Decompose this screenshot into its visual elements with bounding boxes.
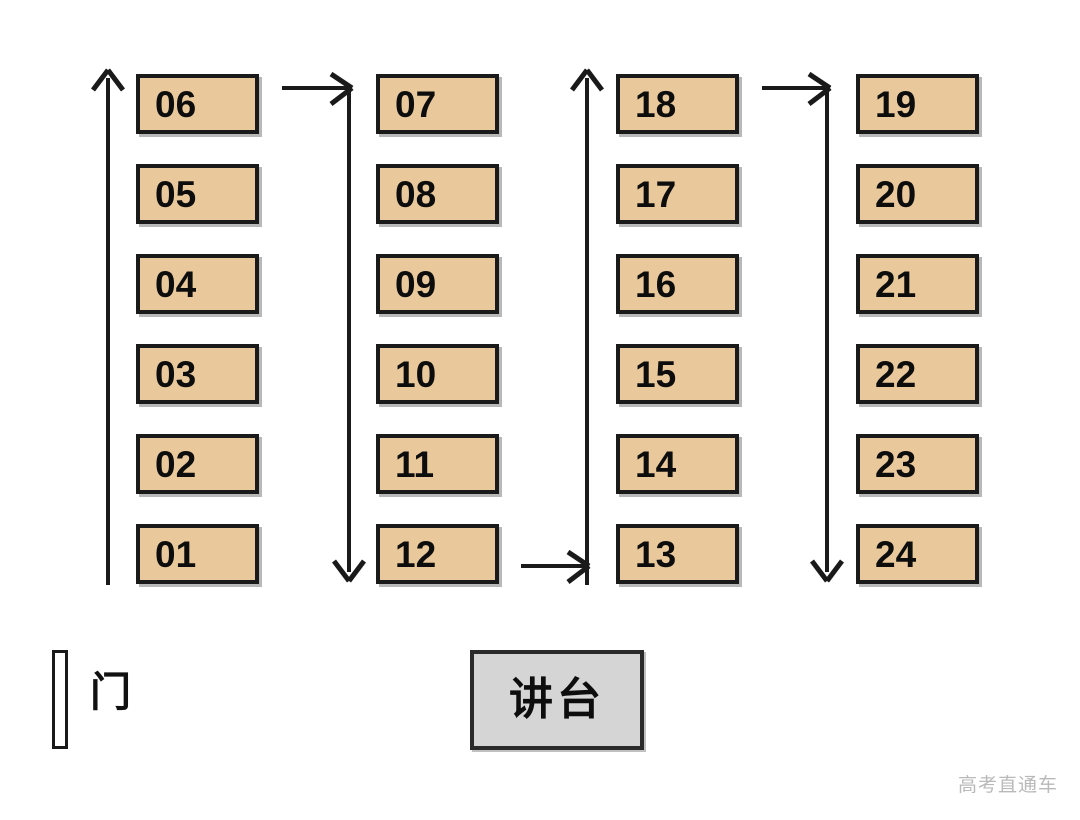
seat-11[interactable]: 11 <box>376 434 499 494</box>
watermark: 高考直通车 <box>957 775 1058 796</box>
seat-07[interactable]: 07 <box>376 74 499 134</box>
seat-01[interactable]: 01 <box>136 524 259 584</box>
seat-09[interactable]: 09 <box>376 254 499 314</box>
seat-number: 12 <box>395 533 437 575</box>
seat-number: 23 <box>875 443 917 485</box>
seat-number: 08 <box>395 173 437 215</box>
arrow-right-bottom-2-to-3 <box>521 549 591 584</box>
door-label: 门 <box>90 669 131 715</box>
seat-06[interactable]: 06 <box>136 74 259 134</box>
seat-14[interactable]: 14 <box>616 434 739 494</box>
seat-number: 24 <box>875 533 917 575</box>
seat-number: 02 <box>155 443 197 485</box>
seat-08[interactable]: 08 <box>376 164 499 224</box>
seat-15[interactable]: 15 <box>616 344 739 404</box>
seat-12[interactable]: 12 <box>376 524 499 584</box>
seat-13[interactable]: 13 <box>616 524 739 584</box>
arrow-down-column-4 <box>810 86 844 583</box>
seat-number: 21 <box>875 263 917 305</box>
seat-05[interactable]: 05 <box>136 164 259 224</box>
seat-number: 13 <box>635 533 677 575</box>
seat-19[interactable]: 19 <box>856 74 979 134</box>
seat-number: 15 <box>635 353 677 395</box>
seat-number: 03 <box>155 353 197 395</box>
seat-number: 14 <box>635 443 677 485</box>
seat-number: 06 <box>155 83 197 125</box>
seat-number: 10 <box>395 353 437 395</box>
seat-number: 19 <box>875 83 917 125</box>
seat-20[interactable]: 20 <box>856 164 979 224</box>
arrow-right-top-1-to-2 <box>282 71 354 106</box>
seat-number: 04 <box>155 263 197 305</box>
seat-number: 22 <box>875 353 917 395</box>
seat-number: 16 <box>635 263 677 305</box>
seat-number: 05 <box>155 173 197 215</box>
seat-number: 07 <box>395 83 437 125</box>
seat-04[interactable]: 04 <box>136 254 259 314</box>
seat-16[interactable]: 16 <box>616 254 739 314</box>
seat-17[interactable]: 17 <box>616 164 739 224</box>
door-icon <box>52 650 68 749</box>
seat-number: 09 <box>395 263 437 305</box>
seat-23[interactable]: 23 <box>856 434 979 494</box>
seat-03[interactable]: 03 <box>136 344 259 404</box>
seat-24[interactable]: 24 <box>856 524 979 584</box>
seat-number: 18 <box>635 83 677 125</box>
seat-number: 17 <box>635 173 677 215</box>
seat-number: 20 <box>875 173 917 215</box>
seat-22[interactable]: 22 <box>856 344 979 404</box>
seat-10[interactable]: 10 <box>376 344 499 404</box>
seat-02[interactable]: 02 <box>136 434 259 494</box>
seat-18[interactable]: 18 <box>616 74 739 134</box>
seat-21[interactable]: 21 <box>856 254 979 314</box>
arrow-up-column-1 <box>91 68 125 585</box>
seat-number: 11 <box>395 443 435 485</box>
arrow-up-column-3 <box>570 68 604 585</box>
arrow-right-top-3-to-4 <box>762 71 832 106</box>
arrow-down-column-2 <box>332 86 366 583</box>
podium-label: 讲台 <box>509 675 605 724</box>
seat-number: 01 <box>155 533 197 575</box>
podium: 讲台 <box>470 650 644 750</box>
